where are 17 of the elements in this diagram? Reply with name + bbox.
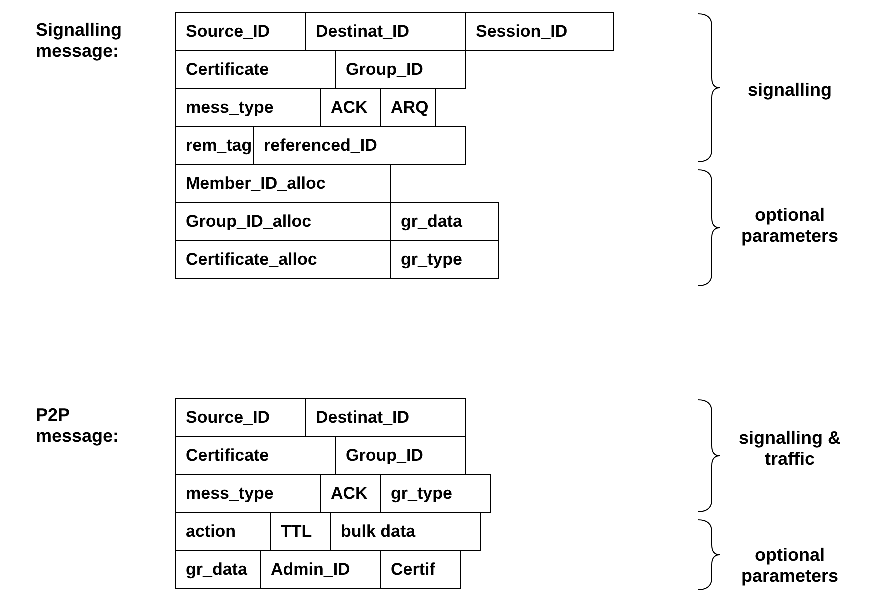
bracket-label: signalling bbox=[746, 80, 833, 101]
bracket-label: optional parameters bbox=[740, 205, 840, 247]
field-cell: Session_ID bbox=[465, 12, 614, 51]
field-cell: gr_type bbox=[390, 240, 499, 279]
field-cell: Member_ID_alloc bbox=[175, 164, 391, 203]
field-cell: Certificate_alloc bbox=[175, 240, 391, 279]
field-cell: gr_data bbox=[390, 202, 499, 241]
bracket-label: Signalling message: bbox=[36, 20, 124, 62]
field-cell: Source_ID bbox=[175, 398, 306, 437]
bracket-label: optional parameters bbox=[740, 545, 840, 587]
bracket-label: P2P message: bbox=[36, 405, 120, 447]
bracket-label: signalling & traffic bbox=[738, 428, 842, 470]
field-cell: gr_data bbox=[175, 550, 261, 589]
field-cell: Destinat_ID bbox=[305, 398, 466, 437]
field-cell: rem_tag bbox=[175, 126, 254, 165]
field-cell: Source_ID bbox=[175, 12, 306, 51]
field-cell: Certif bbox=[380, 550, 461, 589]
